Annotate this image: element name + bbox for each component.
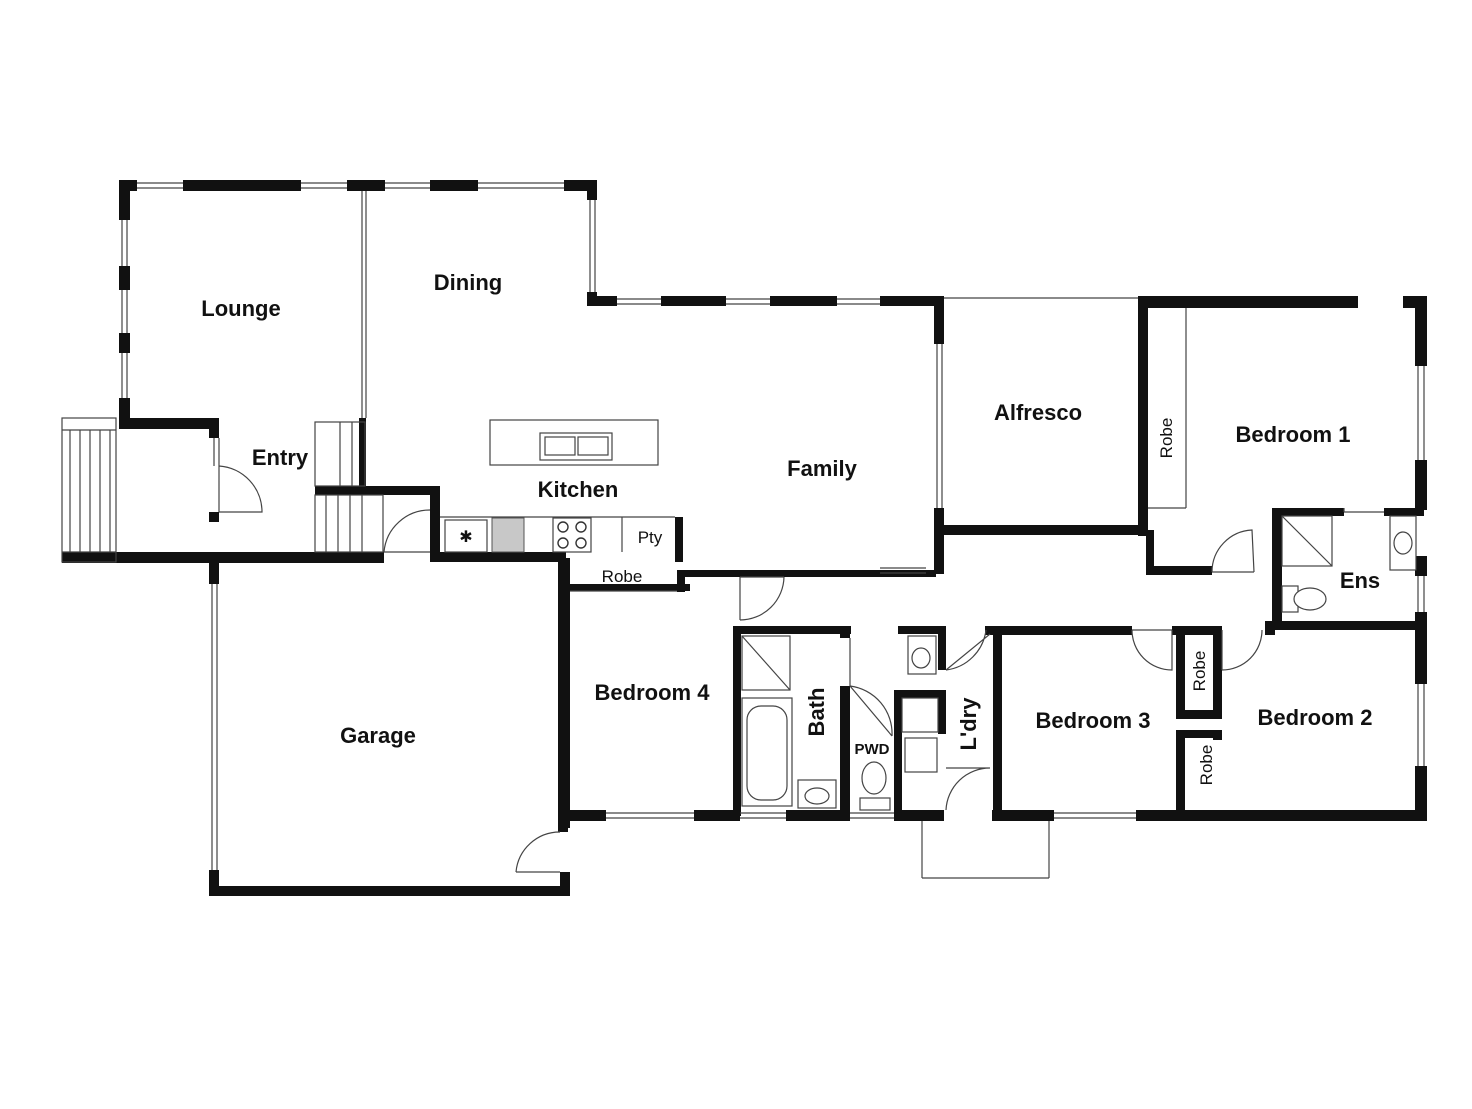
- room-label-bedroom-3: Bedroom 3: [1036, 708, 1151, 733]
- entry-steps: [61, 417, 384, 563]
- svg-text:✱: ✱: [459, 529, 472, 546]
- room-label-bedroom-4: Bedroom 4: [595, 680, 711, 705]
- room-label-ensuite: Ens: [1340, 568, 1380, 593]
- room-label-pantry: Pty: [638, 528, 663, 547]
- room-label-robe-bedroom-2: Robe: [1197, 745, 1216, 786]
- doors: [218, 465, 1384, 873]
- kitchen-fixtures: ✱: [440, 419, 675, 553]
- room-label-entry: Entry: [252, 445, 309, 470]
- room-label-robe-bedroom-3: Robe: [1190, 651, 1209, 692]
- room-label-pwd: PWD: [855, 741, 890, 758]
- room-label-bedroom-1: Bedroom 1: [1236, 422, 1351, 447]
- room-labels: Lounge Dining Entry Kitchen Family Alfre…: [201, 270, 1380, 785]
- room-label-robe-bedroom-1: Robe: [1157, 418, 1176, 459]
- walls: [62, 180, 1427, 896]
- room-label-dining: Dining: [434, 270, 502, 295]
- room-label-bedroom-2: Bedroom 2: [1258, 705, 1373, 730]
- room-label-laundry: L'dry: [956, 697, 981, 751]
- room-label-kitchen: Kitchen: [538, 477, 619, 502]
- room-label-bath: Bath: [804, 688, 829, 737]
- bathroom-fixtures: [741, 515, 1417, 811]
- room-label-robe-bedroom-4: Robe: [602, 567, 643, 586]
- room-label-lounge: Lounge: [201, 296, 280, 321]
- room-label-alfresco: Alfresco: [994, 400, 1082, 425]
- room-label-garage: Garage: [340, 723, 416, 748]
- windows: [121, 182, 1425, 879]
- room-label-family: Family: [787, 456, 857, 481]
